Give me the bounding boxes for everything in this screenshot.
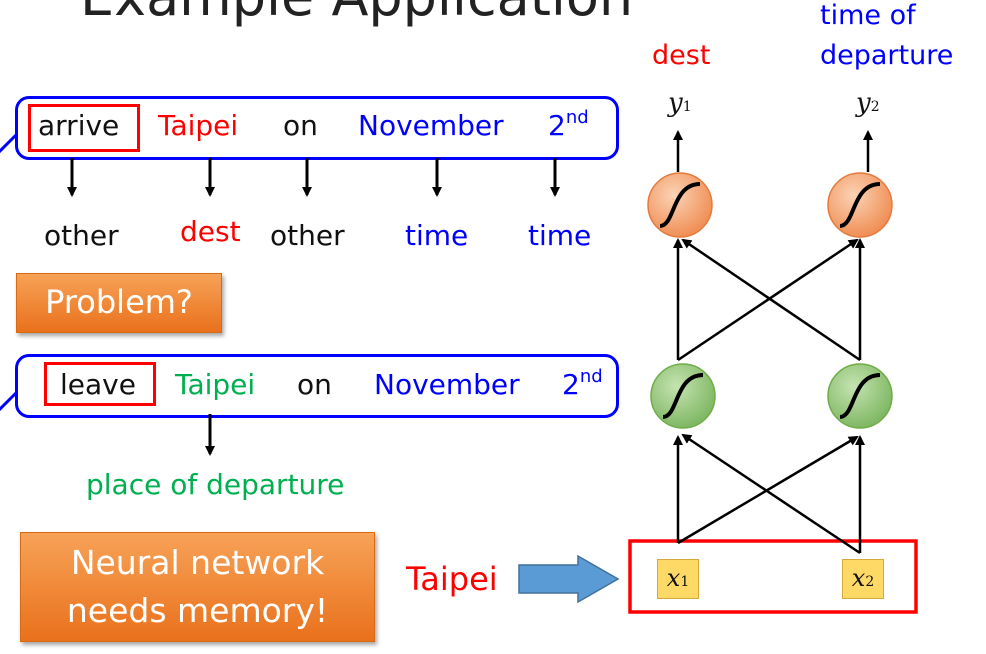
s1-ordinal-number: 2	[548, 109, 566, 142]
sigmoid-icon	[839, 182, 881, 228]
hidden-to-output-connections	[673, 238, 865, 362]
sentence-2-highlight	[44, 362, 156, 406]
hidden-neuron-2	[827, 363, 893, 429]
s1-down-arrows	[67, 158, 560, 197]
s1-word-on: on	[283, 109, 318, 142]
input-word: Taipei	[406, 560, 498, 598]
s1-label-time-1: time	[405, 219, 469, 252]
output-label-dest: dest	[652, 40, 711, 71]
input-x2: x2	[842, 559, 884, 599]
input-x2-sym: x	[851, 564, 866, 592]
output-label-time-of: time of	[820, 0, 916, 31]
s2-word-on: on	[297, 368, 332, 401]
s1-label-time-2: time	[528, 219, 592, 252]
s2-word-leave: leave	[60, 368, 136, 401]
s1-word-taipei: Taipei	[158, 109, 239, 142]
s2-ordinal-suffix: nd	[579, 366, 603, 387]
s1-word-arrive: arrive	[38, 109, 120, 142]
input-x2-sub: 2	[865, 574, 875, 590]
sentence-1-tail	[0, 132, 19, 154]
s1-word-2nd: 2nd	[548, 109, 589, 142]
slide-title: Example Application	[80, 0, 633, 24]
s1-label-other-1: other	[44, 219, 119, 252]
s2-word-taipei: Taipei	[175, 368, 256, 401]
s2-word-november-text: November	[374, 368, 520, 401]
s1-label-other-2: other	[270, 219, 345, 252]
input-block-arrow	[518, 554, 620, 604]
sigmoid-icon	[662, 373, 704, 419]
problem-button[interactable]: Problem?	[16, 273, 222, 333]
s1-label-dest: dest	[180, 215, 241, 248]
output-y2-sub: 2	[870, 99, 880, 115]
sigmoid-icon	[839, 373, 881, 419]
memory-button-line-2: needs memory!	[66, 591, 329, 630]
output-neuron-1	[647, 172, 713, 238]
s2-word-november: November	[374, 371, 520, 399]
s2-label-place-of-departure: place of departure	[86, 468, 345, 501]
input-x1: x1	[657, 559, 699, 599]
output-y2: y2	[856, 88, 880, 118]
output-label-departure: departure	[820, 40, 954, 71]
sentence-2-tail	[0, 390, 19, 412]
s1-word-november: November	[358, 112, 504, 140]
s1-ordinal-suffix: nd	[565, 107, 589, 128]
input-x1-sub: 1	[680, 574, 690, 590]
output-neuron-2	[827, 172, 893, 238]
output-y1-sub: 1	[682, 99, 692, 115]
output-y2-sym: y	[856, 88, 871, 118]
s2-word-2nd: 2nd	[562, 368, 603, 401]
output-to-y-connections	[673, 130, 873, 172]
output-y1-sym: y	[668, 88, 683, 118]
s1-word-november-text: November	[358, 109, 504, 142]
s2-ordinal-number: 2	[562, 368, 580, 401]
hidden-neuron-1	[650, 363, 716, 429]
memory-button[interactable]: Neural network needs memory!	[20, 532, 375, 642]
output-y1: y1	[668, 88, 692, 118]
memory-button-line-1: Neural network	[70, 543, 325, 582]
input-x1-sym: x	[666, 564, 681, 592]
sentence-1-highlight	[28, 104, 140, 152]
input-to-hidden-connections	[673, 433, 865, 555]
sigmoid-icon	[659, 182, 701, 228]
input-layer-frame	[628, 539, 918, 614]
